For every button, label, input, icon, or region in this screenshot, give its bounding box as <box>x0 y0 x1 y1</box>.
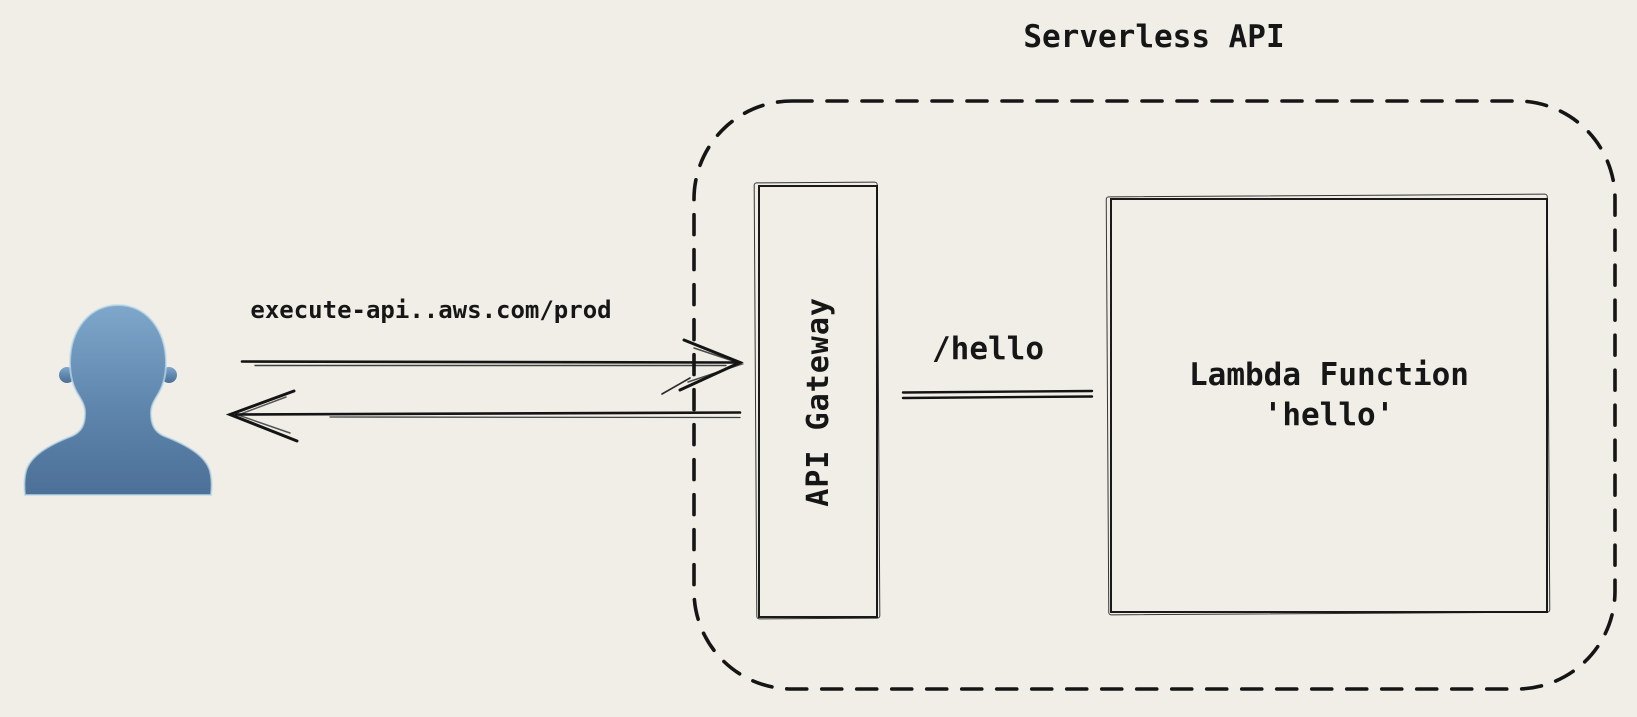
route-label: /hello <box>932 331 1044 367</box>
lambda-label-line2: 'hello' <box>1263 396 1395 433</box>
lambda-label-line1: Lambda Function <box>1189 356 1469 393</box>
request-arrow <box>240 338 745 395</box>
gateway-lambda-connector <box>901 389 1094 400</box>
user-silhouette-shape <box>23 303 213 496</box>
response-arrow <box>225 389 742 443</box>
lambda-function-node: Lambda Function 'hello' <box>1110 198 1548 613</box>
user-icon <box>23 303 213 496</box>
api-gateway-node: API Gateway <box>758 185 878 618</box>
request-url-label: execute-api..aws.com/prod <box>250 296 612 324</box>
api-gateway-label: API Gateway <box>800 296 836 507</box>
diagram-title: Serverless API <box>1023 19 1285 55</box>
